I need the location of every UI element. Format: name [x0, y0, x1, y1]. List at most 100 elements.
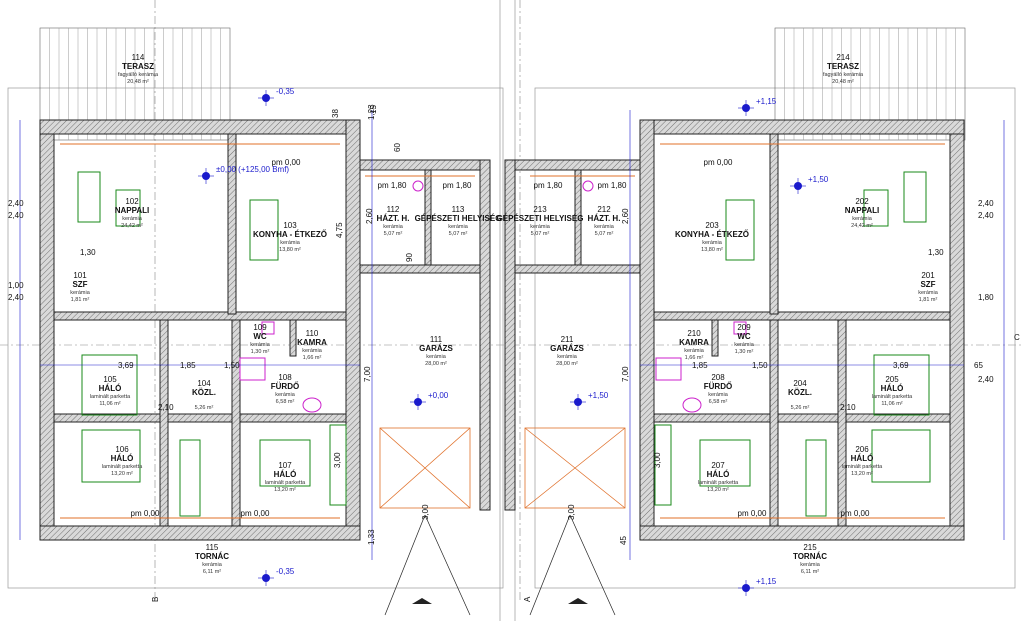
level-marker: +1,50 [790, 175, 829, 194]
dimension-value: 4,75 [335, 222, 344, 238]
dimension-value: 3,69 [118, 361, 134, 370]
room-number: 101 [73, 271, 87, 280]
room-area: 11,06 m² [881, 401, 902, 407]
room-area: 13,20 m² [851, 471, 873, 477]
room-finish: laminált parketta [872, 394, 913, 400]
room-finish: laminált parketta [265, 480, 306, 486]
room-finish: kerámia [383, 224, 404, 230]
room-name: HÁLÓ [707, 470, 730, 479]
room-number: 102 [125, 197, 139, 206]
room-name: TORNÁC [793, 552, 827, 561]
dimension-value: 3,00 [333, 452, 342, 468]
level-marker: +1,50 [570, 391, 609, 410]
room-name: HÁLÓ [851, 454, 874, 463]
dimension-value: 2,40 [8, 293, 24, 302]
dimension-value: 15 [369, 105, 378, 114]
room-finish: kerámia [800, 562, 821, 568]
axis-label: A [523, 596, 532, 602]
orange-strips [60, 143, 945, 519]
room-number: 103 [283, 221, 297, 230]
room-name: TORNÁC [195, 552, 229, 561]
room-finish: kerámia [250, 342, 271, 348]
room-name: FÜRDŐ [271, 382, 299, 391]
room-number: 206 [855, 445, 869, 454]
room-name: KAMRA [297, 338, 327, 347]
dimension-value: 1,00 [8, 281, 24, 290]
dimension-value: 3,69 [893, 361, 909, 370]
entry-arrows [412, 598, 588, 604]
level-marker: +0,00 [410, 391, 449, 410]
axis-label: C [1014, 333, 1020, 342]
room-name: HÁZT. H. [588, 214, 621, 223]
floor-level-label: pm 0,00 [241, 509, 270, 518]
room-area: 1,66 m² [685, 355, 704, 361]
room-name: HÁLÓ [99, 384, 122, 393]
room-area: 6,11 m² [203, 569, 221, 575]
room-number: 114 [132, 53, 145, 62]
dimension-value: 2,40 [8, 211, 24, 220]
room-name: GÉPÉSZETI HELYISÉG [497, 214, 584, 223]
room-area: 5,07 m² [449, 231, 468, 237]
room-area: 6,58 m² [276, 399, 295, 405]
room-finish: kerámia [594, 224, 615, 230]
site-outline [7, 0, 1016, 621]
dimension-value: 2,40 [978, 211, 994, 220]
room-finish: kerámia [557, 354, 578, 360]
room-area: 13,20 m² [707, 487, 729, 493]
room-area: 5,07 m² [384, 231, 403, 237]
room-number: 204 [793, 379, 807, 388]
room-finish: kerámia [702, 240, 723, 246]
dimension-value: 2,60 [365, 208, 374, 224]
room-finish: kerámia [448, 224, 469, 230]
room-name: KONYHA - ÉTKEZŐ [675, 230, 749, 239]
room-area: 1,30 m² [251, 349, 270, 355]
level-value: +1,15 [756, 97, 777, 106]
room-number: 212 [597, 205, 611, 214]
room-number: 205 [885, 375, 899, 384]
room-name: HÁLÓ [881, 384, 904, 393]
level-value: +0,00 [428, 391, 449, 400]
room-finish: kerámia [734, 342, 755, 348]
room-area: 5,26 m² [195, 405, 214, 411]
room-name: NAPPALI [845, 206, 880, 215]
room-number: 215 [803, 543, 817, 552]
room-name: KAMRA [679, 338, 709, 347]
room-number: 207 [711, 461, 725, 470]
dimension-value: 45 [619, 536, 628, 545]
level-marker: ±0,00 (+125,00 Bmf) [198, 165, 289, 184]
room-finish: fagyálló kerámia [118, 72, 159, 78]
dimension-value: 1,30 [928, 248, 944, 257]
room-number: 214 [836, 53, 850, 62]
room-area: 20,48 m² [127, 79, 149, 85]
dimension-value: 1,50 [224, 361, 240, 370]
room-number: 106 [115, 445, 129, 454]
floor-level-label: pm 1,80 [378, 181, 407, 190]
floor-level-label: pm 0,00 [738, 509, 767, 518]
room-name: SZF [920, 280, 935, 289]
dimension-value: 1,50 [752, 361, 768, 370]
room-number: 210 [687, 329, 701, 338]
room-number: 202 [855, 197, 869, 206]
level-marker: +1,15 [738, 97, 777, 116]
furniture [77, 171, 931, 517]
room-number: 104 [197, 379, 211, 388]
